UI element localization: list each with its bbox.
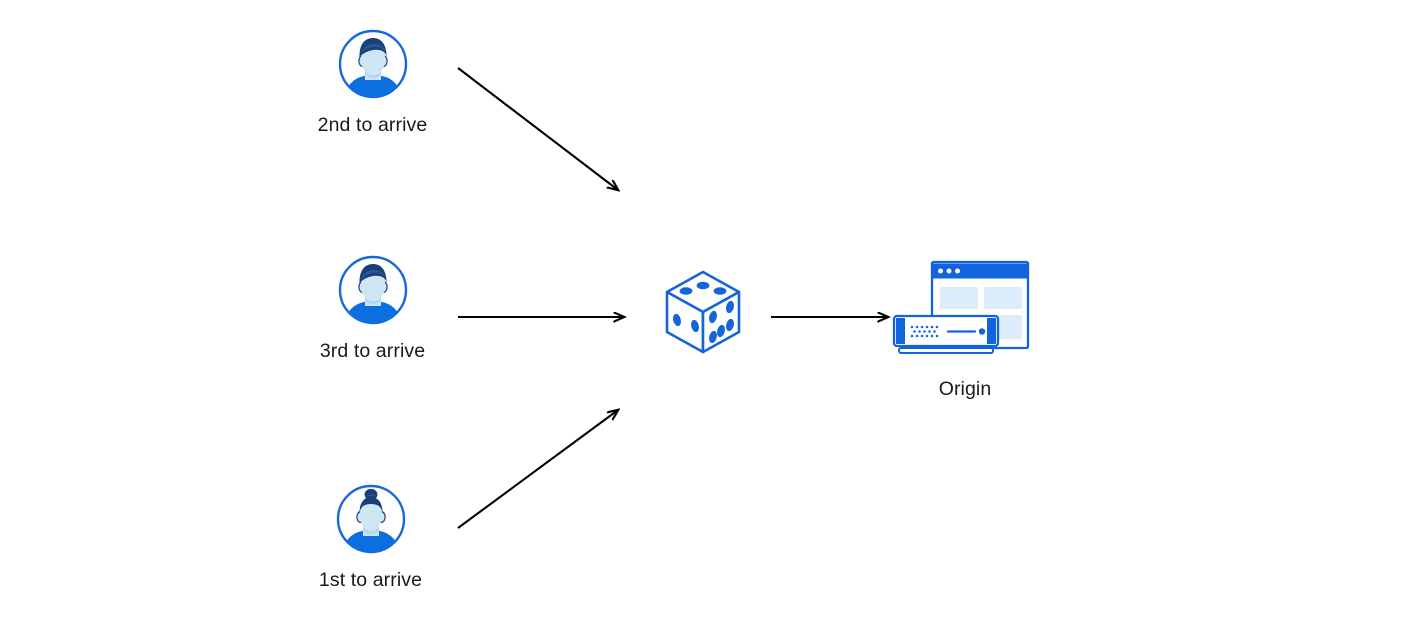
connector-client-2nd-to-selector xyxy=(457,67,618,190)
connector-client-1st-to-selector xyxy=(457,410,618,529)
origin-server-icon xyxy=(890,258,1040,366)
client-node-1st[interactable]: 1st to arrive xyxy=(303,483,438,591)
origin-label: Origin xyxy=(938,378,992,400)
client-label-2nd: 2nd to arrive xyxy=(317,114,428,136)
dice-icon xyxy=(655,264,751,366)
random-selector-node[interactable] xyxy=(655,264,751,366)
avatar-bun-hair-icon xyxy=(335,483,407,555)
client-label-3rd: 3rd to arrive xyxy=(319,340,426,362)
avatar-short-hair-icon xyxy=(337,254,409,326)
server-appliance-icon xyxy=(892,314,1000,354)
avatar-short-hair-icon xyxy=(337,28,409,100)
client-node-3rd[interactable]: 3rd to arrive xyxy=(305,254,440,362)
origin-node[interactable]: Origin xyxy=(890,258,1040,400)
client-label-1st: 1st to arrive xyxy=(318,569,423,591)
client-node-2nd[interactable]: 2nd to arrive xyxy=(305,28,440,136)
